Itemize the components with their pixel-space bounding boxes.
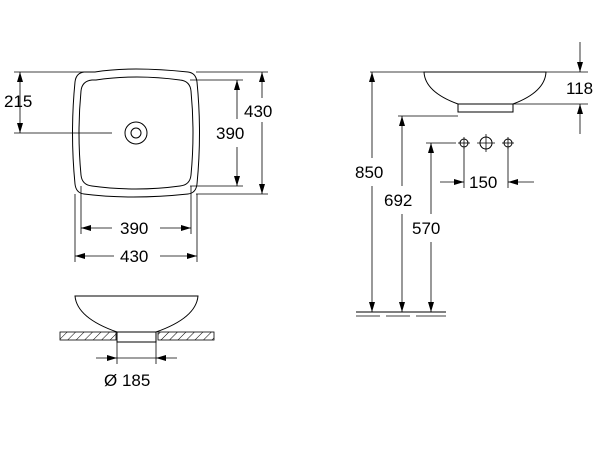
- dim-692-label: 692: [384, 191, 412, 210]
- side-bowl-profile: [423, 71, 547, 105]
- dim-215-label: 215: [4, 92, 32, 111]
- drain-inner-circle: [130, 127, 142, 139]
- countertop-left: [59, 331, 117, 341]
- dim-570-label: 570: [412, 219, 440, 238]
- basin-outer-outline: [72, 68, 200, 198]
- tap-holes: [458, 134, 514, 152]
- basin-inner-outline: [78, 76, 194, 190]
- side-view: 150 118 850 692 570: [355, 42, 593, 317]
- front-view: Ø 185: [59, 295, 215, 390]
- dim-390-vertical-label: 390: [216, 124, 244, 143]
- dim-185-label: Ø 185: [104, 371, 150, 390]
- bowl-base: [116, 331, 157, 343]
- top-view: 215 390 430 390 430: [4, 68, 272, 266]
- bowl-profile: [74, 295, 199, 333]
- dim-850-label: 850: [355, 163, 383, 182]
- dim-390-horizontal-label: 390: [120, 219, 148, 238]
- dim-118-label: 118: [566, 79, 593, 98]
- dim-430-vertical-label: 430: [244, 102, 272, 121]
- dim-150-label: 150: [469, 173, 497, 192]
- countertop-right: [157, 331, 215, 341]
- dim-430-horizontal-label: 430: [120, 247, 148, 266]
- side-bowl-base: [457, 103, 514, 113]
- drain-outer-circle: [124, 121, 148, 145]
